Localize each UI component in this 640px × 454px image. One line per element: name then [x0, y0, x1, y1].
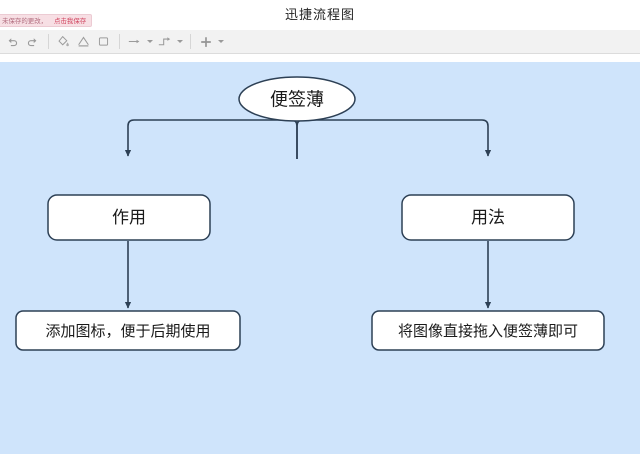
node-leaf-left[interactable]: 添加图标，便于后期使用 — [15, 310, 241, 351]
node-branch-left[interactable]: 作用 — [47, 194, 211, 241]
node-branch-left-label: 作用 — [112, 208, 146, 228]
edge-root-to-branches[interactable] — [124, 119, 492, 159]
toolbar-divider — [119, 34, 120, 49]
node-leaf-right-label: 将图像直接拖入便签薄即可 — [398, 322, 578, 340]
toolbar-divider — [190, 34, 191, 49]
toolbar — [0, 30, 640, 54]
title-bar: 迅捷流程图 — [0, 0, 640, 30]
toolbar-group-connectors — [125, 30, 185, 53]
chevron-down-icon[interactable] — [147, 40, 153, 43]
page-title: 迅捷流程图 — [284, 7, 355, 22]
toolbar-divider — [48, 34, 49, 49]
shape-style-icon[interactable] — [94, 32, 113, 51]
node-branch-right-label: 用法 — [471, 208, 505, 228]
elbow-connector-control[interactable] — [155, 32, 183, 51]
line-color-icon[interactable] — [74, 32, 93, 51]
unsaved-changes-toast[interactable]: 未保存的更改， 点击我保存 — [0, 14, 92, 27]
undo-icon[interactable] — [3, 32, 22, 51]
elbow-connector-icon[interactable] — [155, 32, 174, 51]
diagram-canvas[interactable]: 便签薄 作用 用法 添加图标，便于后期使用 将图像直接拖入便签薄即可 — [0, 62, 640, 454]
unsaved-changes-message: 未保存的更改， — [2, 17, 48, 25]
add-control[interactable] — [196, 32, 224, 51]
node-branch-right[interactable]: 用法 — [401, 194, 575, 241]
straight-connector-icon[interactable] — [125, 32, 144, 51]
redo-icon[interactable] — [23, 32, 42, 51]
node-leaf-right[interactable]: 将图像直接拖入便签薄即可 — [371, 310, 605, 351]
toolbar-group-style — [54, 30, 114, 53]
toolbar-group-history — [3, 30, 43, 53]
toolbar-group-add — [196, 30, 226, 53]
save-now-link[interactable]: 点击我保存 — [54, 17, 87, 25]
node-root-label: 便签薄 — [270, 90, 324, 111]
node-root[interactable]: 便签薄 — [238, 76, 356, 122]
fill-color-icon[interactable] — [54, 32, 73, 51]
chevron-down-icon[interactable] — [177, 40, 183, 43]
node-leaf-left-label: 添加图标，便于后期使用 — [45, 322, 210, 340]
chevron-down-icon[interactable] — [218, 40, 224, 43]
straight-connector-control[interactable] — [125, 32, 153, 51]
add-icon[interactable] — [196, 32, 215, 51]
